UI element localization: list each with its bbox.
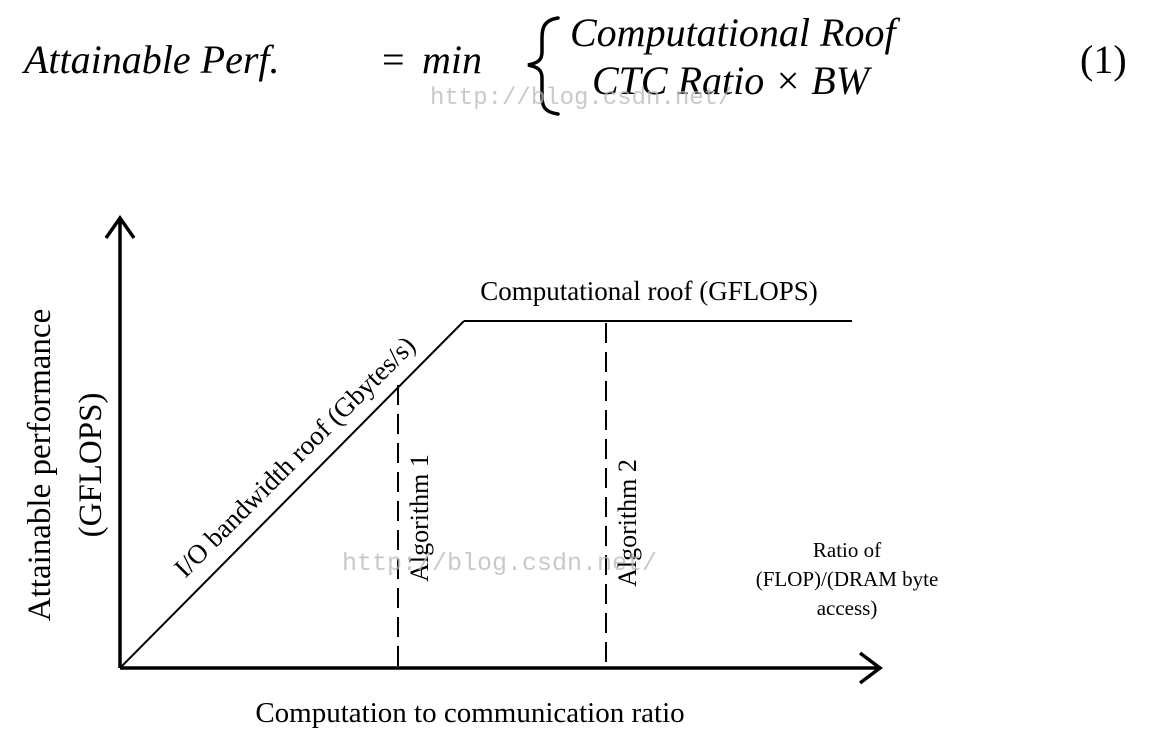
watermark-middle: http://blog.csdn.net/ bbox=[342, 549, 657, 578]
equation-lhs: Attainable Perf. bbox=[21, 37, 280, 82]
computational-roof-label: Computational roof (GFLOPS) bbox=[480, 276, 818, 306]
watermark-top: http://blog.csdn.net/ bbox=[430, 85, 732, 112]
bandwidth-roof-line bbox=[119, 320, 465, 669]
x-note-line1: Ratio of bbox=[813, 538, 881, 562]
equation-case-bottom: CTC Ratio × BW bbox=[592, 58, 873, 103]
y-axis-label-line2: (GFLOPS) bbox=[73, 393, 109, 538]
bandwidth-roof-label: I/O bandwidth roof (Gbytes/s) bbox=[168, 330, 421, 583]
y-axis-arrowhead-icon bbox=[104, 214, 136, 240]
x-axis-label: Computation to communication ratio bbox=[255, 697, 684, 729]
equation-case-top: Computational Roof bbox=[570, 10, 900, 55]
equation: Attainable Perf. = min Computational Roo… bbox=[21, 10, 1127, 116]
roofline-diagram: Attainable performance (GFLOPS) Computat… bbox=[22, 214, 939, 729]
algorithm1-label: Algorithm 1 bbox=[405, 454, 434, 582]
y-axis-label-line1: Attainable performance bbox=[22, 309, 58, 621]
x-note-line2: (FLOP)/(DRAM byte bbox=[756, 567, 939, 591]
equation-equals: = bbox=[382, 37, 405, 82]
equation-min: min bbox=[422, 37, 482, 82]
x-axis-arrowhead-icon bbox=[858, 651, 883, 685]
left-brace-icon bbox=[527, 16, 560, 116]
equation-number: (1) bbox=[1080, 37, 1127, 82]
algorithm2-label: Algorithm 2 bbox=[613, 459, 642, 587]
x-note-line3: access) bbox=[817, 596, 878, 620]
